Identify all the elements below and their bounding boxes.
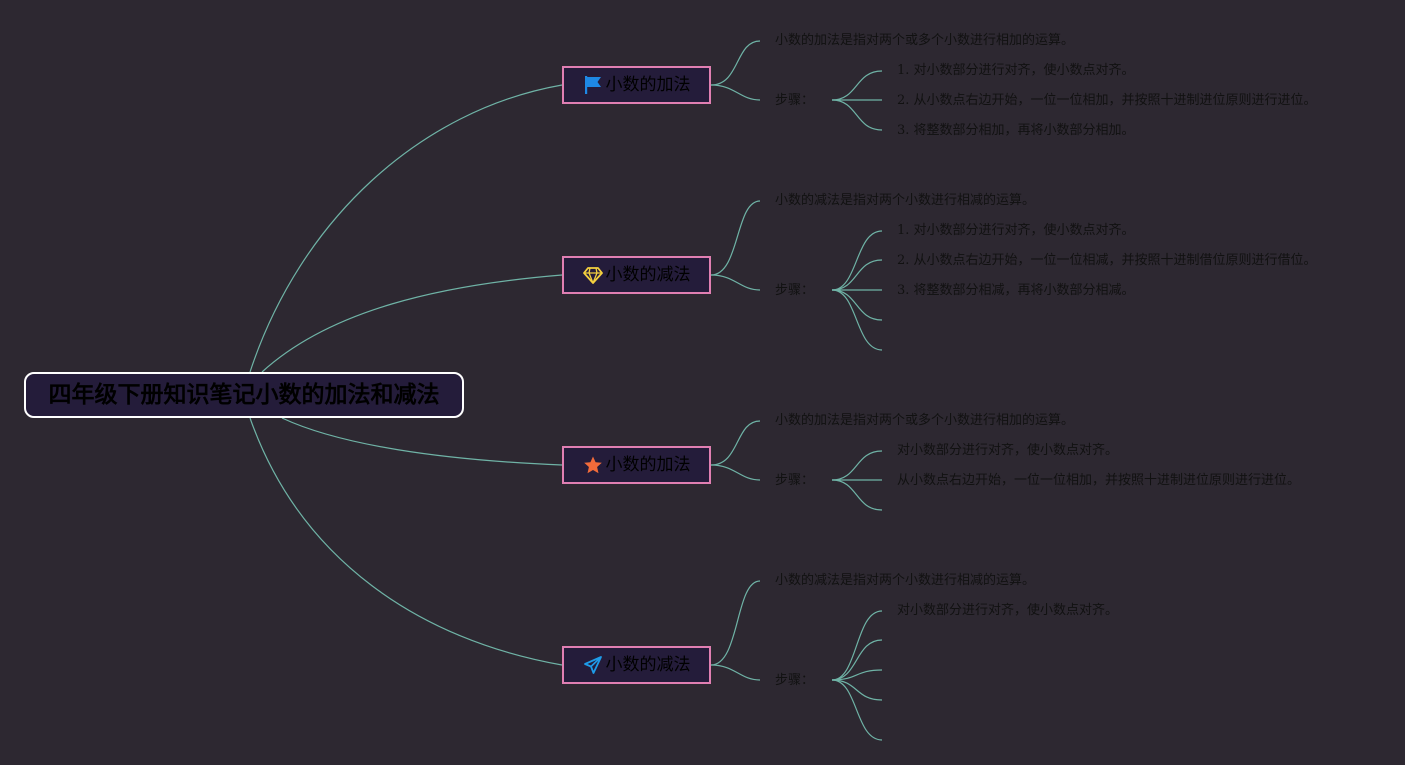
connector-steps-item: [831, 679, 883, 741]
connector-steps-item: [831, 99, 883, 131]
connector-steps-item: [831, 610, 883, 681]
step-item: 3. 将整数部分相加，再将小数部分相加。: [897, 123, 1135, 138]
root-topic[interactable]: 四年级下册知识笔记小数的加法和减法: [24, 372, 464, 418]
connector-steps-item: [831, 289, 883, 321]
steps-label: 步骤：: [775, 473, 815, 488]
definition-text: 小数的减法是指对两个小数进行相减的运算。: [775, 573, 1036, 588]
step-item: 从小数点右边开始，一位一位相加，并按照十进制进位原则进行进位。: [897, 473, 1301, 488]
steps-label: 步骤：: [775, 93, 815, 108]
connector-steps-item: [831, 639, 883, 681]
connector-branch-definition: [710, 40, 761, 86]
star-icon: [583, 455, 603, 475]
connector-root-branch: [261, 274, 563, 373]
connector-branch-steps: [710, 274, 761, 291]
connector-steps-item: [831, 479, 883, 511]
branch-topic-addition[interactable]: 小数的加法: [562, 66, 711, 104]
branch-title: 小数的减法: [605, 265, 691, 285]
step-item: 2. 从小数点右边开始，一位一位相减，并按照十进制借位原则进行借位。: [897, 253, 1317, 268]
definition-text: 小数的加法是指对两个或多个小数进行相加的运算。: [775, 33, 1075, 48]
connector-steps-item: [831, 450, 883, 481]
connector-branch-steps: [710, 664, 761, 681]
paper-plane-icon: [583, 655, 603, 675]
connector-steps-item: [831, 259, 883, 291]
step-item: 对小数部分进行对齐，使小数点对齐。: [897, 603, 1119, 618]
connector-steps-item: [831, 70, 883, 101]
definition-text: 小数的加法是指对两个或多个小数进行相加的运算。: [775, 413, 1075, 428]
connector-steps-item: [831, 230, 883, 291]
connector-branch-steps: [710, 464, 761, 481]
step-item: 3. 将整数部分相减，再将小数部分相减。: [897, 283, 1135, 298]
flag-icon: [583, 75, 603, 95]
connector-root-branch: [249, 84, 563, 373]
connector-branch-definition: [710, 420, 761, 466]
branch-title: 小数的减法: [605, 655, 691, 675]
connector-root-branch: [281, 417, 563, 466]
connector-branch-definition: [710, 200, 761, 276]
step-item: 1. 对小数部分进行对齐，使小数点对齐。: [897, 223, 1135, 238]
branch-topic-subtraction[interactable]: 小数的减法: [562, 646, 711, 684]
connector-branch-steps: [710, 84, 761, 101]
connector-steps-item: [831, 289, 883, 351]
steps-label: 步骤：: [775, 673, 815, 688]
steps-label: 步骤：: [775, 283, 815, 298]
definition-text: 小数的减法是指对两个小数进行相减的运算。: [775, 193, 1036, 208]
connector-branch-definition: [710, 580, 761, 666]
connector-steps-item: [831, 679, 883, 701]
connector-root-branch: [249, 417, 563, 666]
branch-title: 小数的加法: [605, 455, 691, 475]
step-item: 对小数部分进行对齐，使小数点对齐。: [897, 443, 1119, 458]
connector-steps-item: [831, 669, 883, 681]
branch-topic-subtraction[interactable]: 小数的减法: [562, 256, 711, 294]
branch-title: 小数的加法: [605, 75, 691, 95]
branch-topic-addition[interactable]: 小数的加法: [562, 446, 711, 484]
step-item: 2. 从小数点右边开始，一位一位相加，并按照十进制进位原则进行进位。: [897, 93, 1317, 108]
diamond-icon: [582, 265, 603, 285]
step-item: 1. 对小数部分进行对齐，使小数点对齐。: [897, 63, 1135, 78]
